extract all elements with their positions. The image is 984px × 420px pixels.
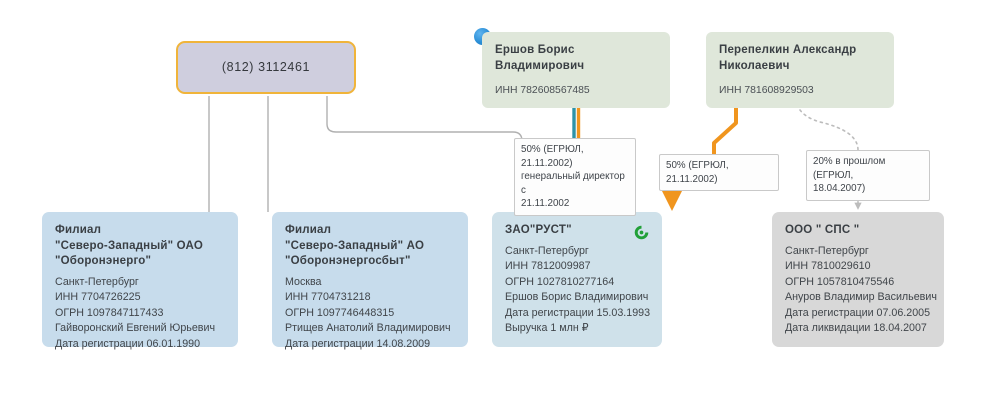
company-director: Ануров Владимир Васильевич — [785, 291, 937, 303]
sber-logo-icon — [634, 225, 649, 240]
node-company-sps[interactable]: ООО " СПС " Санкт-Петербург ИНН 78100296… — [772, 212, 944, 347]
branch-ogrn: ОГРН 1097847117433 — [55, 306, 164, 319]
person-inn: ИНН 782608567485 — [495, 85, 590, 96]
company-inn: ИНН 7810029610 — [785, 260, 871, 272]
branch-city: Санкт-Петербург — [55, 275, 139, 288]
branch-director: Ртищев Анатолий Владимирович — [285, 322, 451, 334]
company-reg-date: Дата регистрации 07.06.2005 — [785, 306, 931, 319]
node-person-ershov[interactable]: Ершов Борис Владимирович ИНН 78260856748… — [482, 32, 670, 108]
person-name: Ершов Борис Владимирович — [495, 44, 585, 72]
branch-city: Москва — [285, 275, 322, 288]
edge-label-perepelkin-sps[interactable]: 20% в прошлом (ЕГРЮЛ, 18.04.2007) — [806, 150, 930, 201]
company-city: Санкт-Петербург — [505, 244, 589, 257]
branch-ogrn: ОГРН 1097746448315 — [285, 306, 395, 319]
branch-title: Филиал "Северо-Западный" АО "Оборонэнерг… — [285, 224, 425, 267]
edge-label-ershov-rust[interactable]: 50% (ЕГРЮЛ, 21.11.2002) генеральный дире… — [514, 138, 636, 216]
company-city: Санкт-Петербург — [785, 244, 869, 257]
company-title: ООО " СПС " — [785, 224, 860, 236]
node-person-perepelkin[interactable]: Перепелкин Александр Николаевич ИНН 7816… — [706, 32, 894, 108]
company-title: ЗАО"РУСТ" — [505, 224, 572, 236]
company-revenue: Выручка 1 млн ₽ — [505, 322, 589, 334]
company-ogrn: ОГРН 1057810475546 — [785, 275, 895, 288]
branch-reg-date: Дата регистрации 06.01.1990 — [55, 337, 201, 350]
branch-reg-date: Дата регистрации 14.08.2009 — [285, 337, 431, 350]
company-liq-date: Дата ликвидации 18.04.2007 — [785, 322, 927, 334]
node-branch-oboronenergo[interactable]: Филиал "Северо-Западный" ОАО "Оборонэнер… — [42, 212, 238, 350]
person-inn: ИНН 781608929503 — [719, 85, 814, 96]
company-inn: ИНН 7812009987 — [505, 260, 591, 272]
company-ogrn: ОГРН 1027810277164 — [505, 275, 615, 288]
branch-inn: ИНН 7704731218 — [285, 291, 371, 303]
company-reg-date: Дата регистрации 15.03.1993 — [505, 306, 651, 319]
branch-inn: ИНН 7704726225 — [55, 291, 141, 303]
branch-title: Филиал "Северо-Западный" ОАО "Оборонэнер… — [55, 224, 204, 267]
person-name: Перепелкин Александр Николаевич — [719, 44, 857, 72]
phone-number-label: (812) 3112461 — [221, 60, 311, 74]
edge-label-perepelkin-rust[interactable]: 50% (ЕГРЮЛ, 21.11.2002) — [659, 154, 779, 191]
branch-director: Гайворонский Евгений Юрьевич — [55, 322, 216, 334]
company-director: Ершов Борис Владимирович — [505, 291, 649, 303]
edge-phone-rust — [326, 96, 523, 212]
node-company-rust[interactable]: ЗАО"РУСТ" Санкт-Петербург ИНН 7812009987… — [492, 212, 662, 347]
node-phone[interactable]: (812) 3112461 — [176, 41, 356, 94]
node-branch-oboronenergosbyt[interactable]: Филиал "Северо-Западный" АО "Оборонэнерг… — [272, 212, 468, 350]
